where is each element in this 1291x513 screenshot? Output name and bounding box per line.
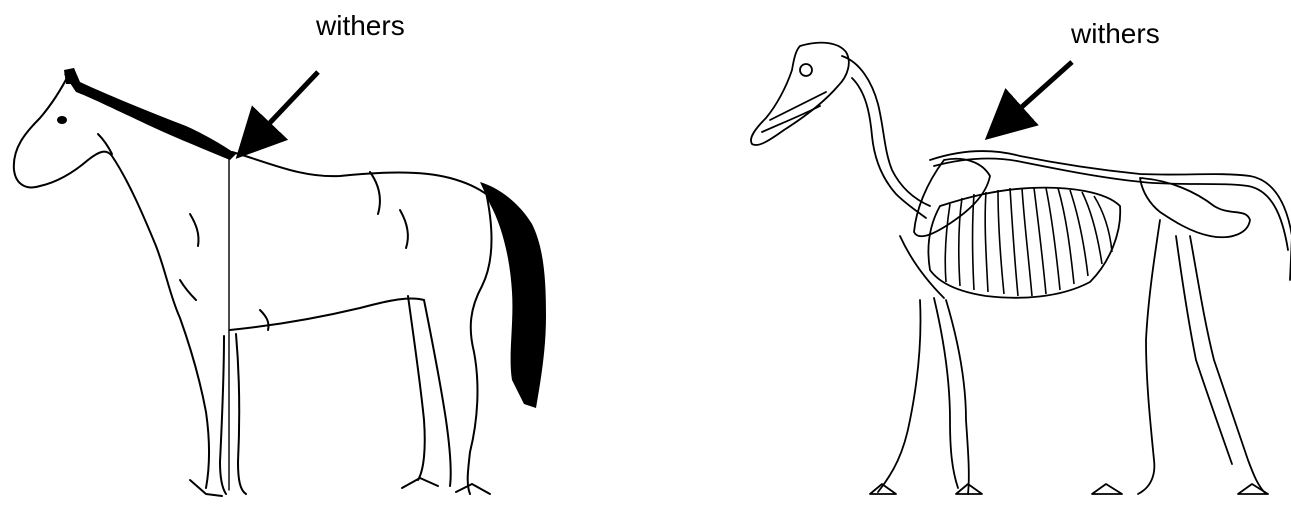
ear-shape: [64, 68, 78, 84]
mane-shape: [64, 68, 236, 160]
withers-arrow-left: [246, 72, 318, 148]
horse-eye: [57, 116, 67, 124]
rib-lines: [945, 188, 1112, 296]
withers-arrow-right: [996, 62, 1072, 130]
